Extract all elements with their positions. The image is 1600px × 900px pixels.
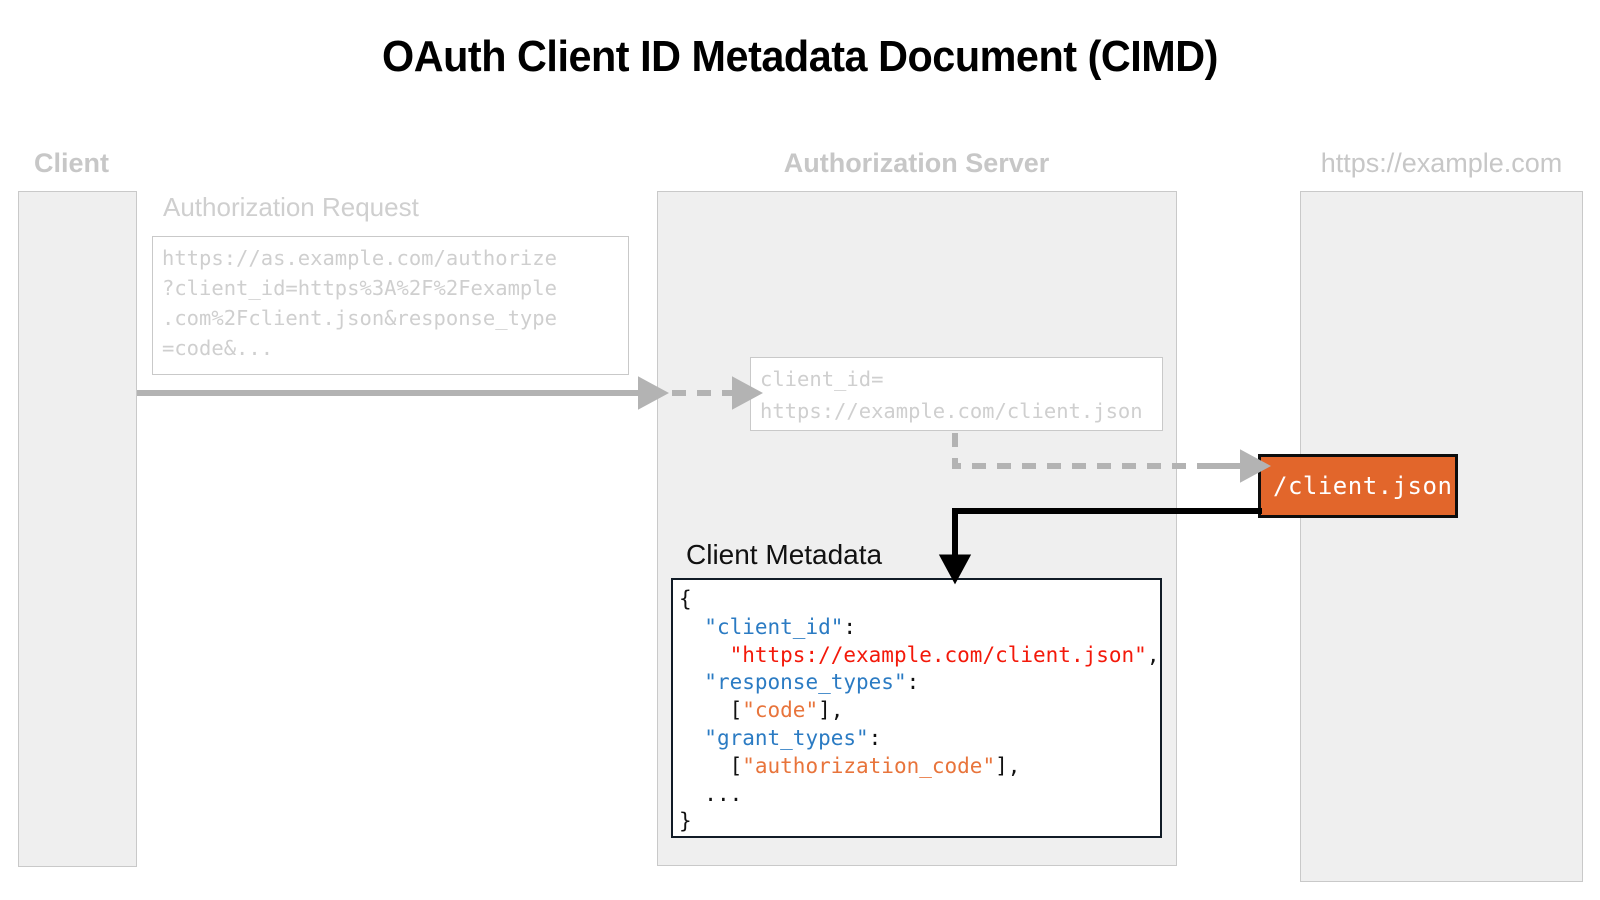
client-id-note-box: client_id= https://example.com/client.js… bbox=[750, 357, 1163, 431]
json-colon: : bbox=[868, 725, 882, 750]
json-open-brace: { bbox=[679, 587, 692, 611]
lane-client bbox=[18, 191, 137, 867]
json-colon: : bbox=[906, 670, 920, 695]
json-close-brace: } bbox=[679, 809, 692, 834]
authorization-request-label: Authorization Request bbox=[163, 192, 419, 222]
json-key: "grant_types" bbox=[704, 725, 869, 750]
json-colon: : bbox=[843, 614, 857, 639]
json-key: "response_types" bbox=[704, 670, 907, 695]
json-comma: , bbox=[1007, 753, 1021, 778]
client-metadata-label: Client Metadata bbox=[686, 539, 883, 570]
json-value: "https://example.com/client.json" bbox=[729, 642, 1147, 667]
client-metadata-json-box: { "client_id": "https://example.com/clie… bbox=[671, 578, 1162, 838]
authorization-request-url-box: https://as.example.com/authorize ?client… bbox=[152, 236, 629, 375]
page-title: OAuth Client ID Metadata Document (CIMD) bbox=[382, 32, 1218, 81]
lane-header-website: https://example.com bbox=[1320, 148, 1563, 178]
lane-header-authorization-server: Authorization Server bbox=[783, 148, 1050, 178]
json-bracket-close: ] bbox=[818, 698, 831, 723]
json-comma: , bbox=[830, 698, 844, 723]
lane-header-client: Client bbox=[34, 148, 110, 178]
json-bracket-open: [ bbox=[729, 698, 743, 723]
json-ellipsis: ... bbox=[704, 781, 743, 806]
json-comma: , bbox=[1146, 642, 1160, 667]
json-key: "client_id" bbox=[704, 614, 844, 639]
json-bracket-close: ] bbox=[995, 753, 1008, 778]
json-value: "authorization_code" bbox=[742, 753, 996, 778]
json-bracket-open: [ bbox=[729, 753, 743, 778]
lane-website bbox=[1300, 191, 1583, 882]
client-json-endpoint-box[interactable]: /client.json bbox=[1258, 454, 1458, 518]
json-value: "code" bbox=[742, 698, 819, 723]
